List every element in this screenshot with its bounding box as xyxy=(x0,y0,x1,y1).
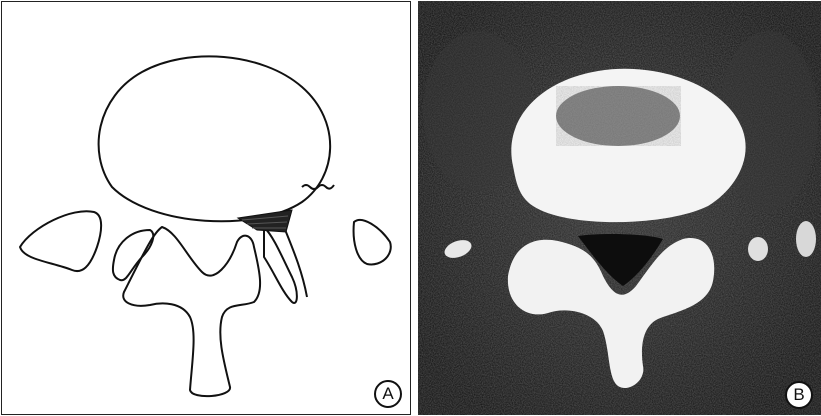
right-transverse-process xyxy=(354,220,391,264)
panel-label-b: B xyxy=(785,381,813,409)
ct-right-process xyxy=(748,237,768,261)
herniation-shading xyxy=(238,210,292,232)
vertebral-body-outline xyxy=(99,56,331,221)
panel-b-ct-scan: B xyxy=(418,1,821,415)
panel-a-drawing: A xyxy=(1,1,411,415)
ct-axial-image xyxy=(418,1,821,415)
posterior-arch xyxy=(123,227,260,396)
right-facet xyxy=(264,227,297,303)
panel-divider xyxy=(411,0,418,416)
left-transverse-process xyxy=(20,211,101,271)
panel-label-a: A xyxy=(374,380,402,408)
vertebra-diagram xyxy=(2,2,410,414)
